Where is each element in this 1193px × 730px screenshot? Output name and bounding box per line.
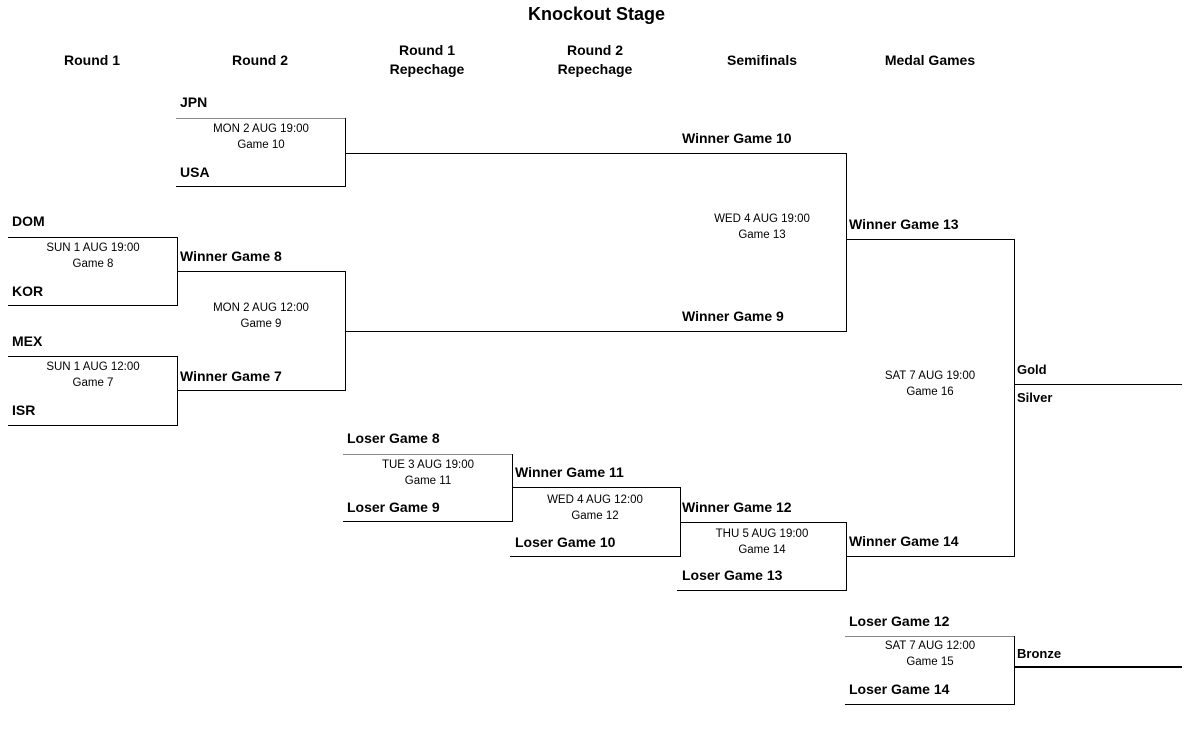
bracket-line	[677, 590, 847, 591]
bracket-line	[512, 454, 513, 522]
bracket-line	[177, 390, 346, 391]
game-date: WED 4 AUG 19:00	[714, 213, 810, 225]
game-info: THU 5 AUG 19:00 Game 14	[677, 526, 847, 558]
team-slot: Winner Game 14	[849, 533, 959, 549]
team-slot: Loser Game 13	[682, 567, 783, 583]
game-info: SAT 7 AUG 19:00 Game 16	[845, 368, 1015, 400]
bracket-line	[1014, 239, 1015, 557]
game-date: SAT 7 AUG 19:00	[884, 370, 976, 382]
team-slot: Loser Game 12	[849, 613, 950, 629]
bracket-line	[1014, 384, 1182, 385]
silver-label: Silver	[1017, 390, 1053, 405]
team-slot: USA	[180, 164, 210, 180]
bracket-line	[845, 704, 1015, 705]
game-date: SUN 1 AUG 12:00	[46, 361, 140, 373]
game-date: TUE 3 AUG 19:00	[381, 459, 475, 471]
column-header-round-2-repechage: Round 2 Repechage	[557, 42, 633, 77]
team-slot: DOM	[12, 213, 45, 229]
team-slot: KOR	[12, 283, 44, 299]
bracket-line	[8, 425, 178, 426]
bracket-line	[345, 331, 847, 332]
team-slot: Loser Game 8	[347, 430, 440, 446]
bracket-line	[177, 271, 346, 272]
bronze-label: Bronze	[1017, 646, 1062, 661]
bracket-line	[8, 356, 178, 357]
gold-label: Gold	[1017, 362, 1047, 377]
bracket-line	[176, 186, 346, 187]
bracket-line	[846, 239, 1015, 240]
team-slot: Winner Game 13	[849, 216, 959, 232]
game-info: TUE 3 AUG 19:00 Game 11	[343, 457, 513, 489]
column-header-semifinals: Semifinals	[726, 52, 798, 68]
bracket-line	[345, 118, 346, 187]
team-slot: JPN	[180, 94, 208, 110]
team-slot: Loser Game 10	[515, 534, 616, 550]
game-number: Game 11	[404, 475, 452, 487]
column-header-medal-games: Medal Games	[884, 52, 976, 68]
game-number: Game 7	[72, 377, 114, 389]
team-slot: Winner Game 12	[682, 499, 792, 515]
team-slot: Loser Game 14	[849, 681, 950, 697]
team-slot: Winner Game 7	[180, 368, 282, 384]
bracket-line	[1014, 636, 1015, 705]
bracket-line	[680, 522, 847, 523]
column-header-round-1-repechage: Round 1 Repechage	[389, 42, 465, 77]
team-slot: Winner Game 11	[515, 464, 624, 480]
bracket-line	[1014, 666, 1182, 668]
game-number: Game 14	[738, 544, 786, 556]
bracket-line	[176, 118, 346, 119]
column-header-round-1: Round 1	[64, 52, 120, 68]
game-date: THU 5 AUG 19:00	[715, 528, 809, 540]
bracket-line	[177, 356, 178, 426]
game-date: MON 2 AUG 12:00	[213, 302, 309, 314]
game-info: SUN 1 AUG 19:00 Game 8	[8, 240, 178, 272]
game-info: SUN 1 AUG 12:00 Game 7	[8, 359, 178, 391]
game-info: MON 2 AUG 19:00 Game 10	[176, 121, 346, 153]
game-number: Game 16	[906, 386, 954, 398]
bracket-line	[8, 237, 178, 238]
team-slot: MEX	[12, 333, 43, 349]
bracket-line	[343, 454, 513, 455]
column-header-round-2: Round 2	[232, 52, 288, 68]
bracket-line	[343, 521, 513, 522]
bracket-line	[8, 305, 178, 306]
bracket-line	[845, 636, 1015, 637]
team-slot: Loser Game 9	[347, 499, 440, 515]
game-info: MON 2 AUG 12:00 Game 9	[176, 300, 346, 332]
game-date: SUN 1 AUG 19:00	[46, 242, 140, 254]
team-slot: Winner Game 8	[180, 248, 282, 264]
bracket-line	[846, 556, 1015, 557]
game-number: Game 10	[237, 139, 285, 151]
game-info: WED 4 AUG 19:00 Game 13	[677, 211, 847, 243]
bracket-line	[345, 153, 847, 154]
game-number: Game 9	[240, 318, 282, 330]
page-title: Knockout Stage	[527, 4, 665, 24]
bracket-line	[510, 556, 681, 557]
team-slot: ISR	[12, 402, 36, 418]
game-info: SAT 7 AUG 12:00 Game 15	[845, 638, 1015, 670]
game-date: MON 2 AUG 19:00	[213, 123, 309, 135]
team-slot: Winner Game 10	[682, 130, 792, 146]
bracket-line	[512, 487, 681, 488]
game-number: Game 12	[571, 510, 619, 522]
game-number: Game 13	[738, 229, 786, 241]
game-date: SAT 7 AUG 12:00	[884, 640, 976, 652]
team-slot: Winner Game 9	[682, 308, 784, 324]
bracket-line	[846, 153, 847, 332]
game-date: WED 4 AUG 12:00	[547, 494, 643, 506]
game-number: Game 15	[906, 656, 954, 668]
game-info: WED 4 AUG 12:00 Game 12	[510, 492, 680, 524]
game-number: Game 8	[72, 258, 114, 270]
